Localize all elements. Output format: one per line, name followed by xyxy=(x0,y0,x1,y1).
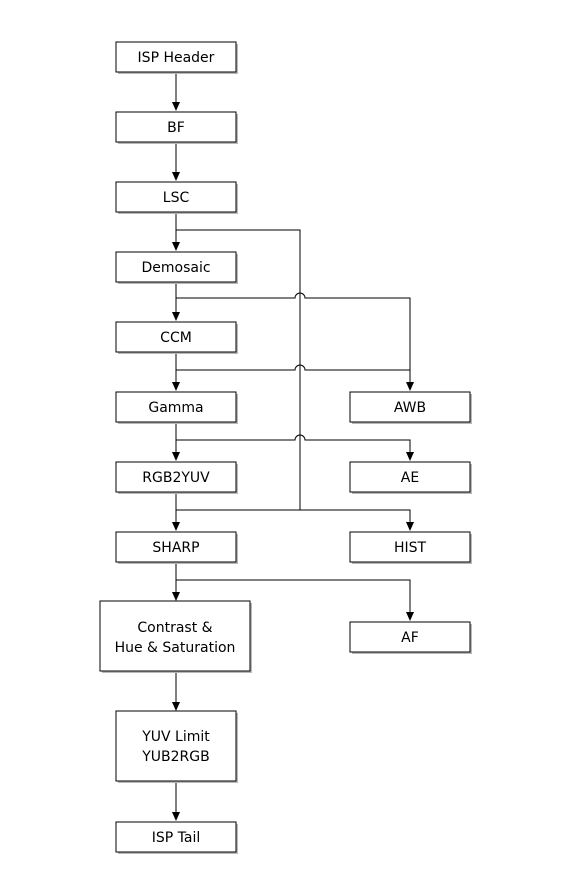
edges xyxy=(172,72,414,821)
node-contrast-line2: Hue & Saturation xyxy=(115,640,236,656)
node-awb: AWB xyxy=(349,391,472,424)
node-demosaic: Demosaic xyxy=(115,251,238,284)
node-lsc: LSC xyxy=(115,181,238,214)
node-hist-label: HIST xyxy=(394,540,427,556)
node-isp-tail: ISP Tail xyxy=(115,821,238,854)
node-af-label: AF xyxy=(401,630,419,646)
node-contrast: Contrast & Hue & Saturation xyxy=(99,600,252,673)
node-ae-label: AE xyxy=(401,470,419,486)
node-isp-tail-label: ISP Tail xyxy=(152,830,201,846)
node-isp-header: ISP Header xyxy=(115,41,238,74)
node-yuv-limit: YUV Limit YUB2RGB xyxy=(115,710,238,783)
node-bf: BF xyxy=(115,111,238,144)
node-contrast-line1: Contrast & xyxy=(137,620,212,636)
edge-lsc-hist-bus xyxy=(176,229,301,511)
node-rgb2yuv-label: RGB2YUV xyxy=(142,470,210,486)
node-gamma-label: Gamma xyxy=(148,400,203,416)
edge-gamma-ae xyxy=(176,434,414,461)
node-hist: HIST xyxy=(349,531,472,564)
node-bf-label: BF xyxy=(167,120,185,136)
node-yuv-limit-line1: YUV Limit xyxy=(141,729,210,745)
node-awb-label: AWB xyxy=(394,400,426,416)
node-yuv-limit-line2: YUB2RGB xyxy=(141,749,210,765)
edge-ccm-awb xyxy=(176,364,410,371)
node-demosaic-label: Demosaic xyxy=(141,260,210,276)
node-isp-header-label: ISP Header xyxy=(138,50,215,66)
node-rgb2yuv: RGB2YUV xyxy=(115,461,238,494)
edge-hist-feed xyxy=(300,509,414,531)
node-ccm: CCM xyxy=(115,321,238,354)
edge-sharp-af xyxy=(176,579,414,621)
edge-demosaic-awb xyxy=(176,292,414,391)
node-ae: AE xyxy=(349,461,472,494)
node-gamma: Gamma xyxy=(115,391,238,424)
node-ccm-label: CCM xyxy=(160,330,192,346)
node-sharp: SHARP xyxy=(115,531,238,564)
node-af: AF xyxy=(349,621,472,654)
node-lsc-label: LSC xyxy=(163,190,190,206)
node-sharp-label: SHARP xyxy=(152,540,199,556)
